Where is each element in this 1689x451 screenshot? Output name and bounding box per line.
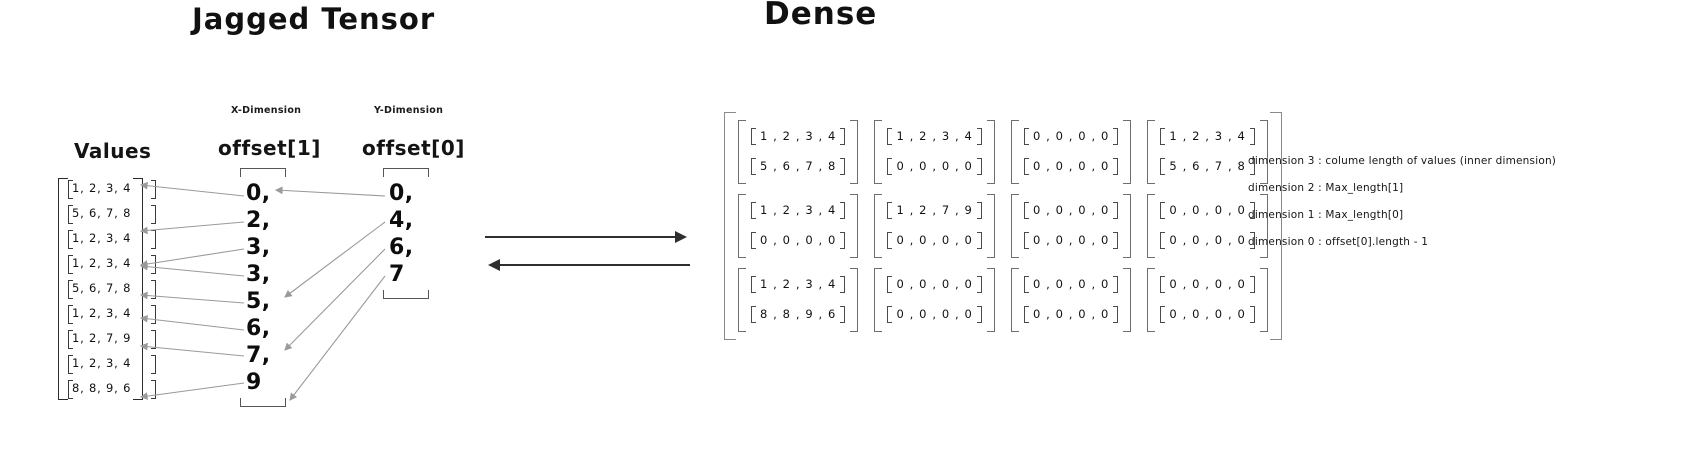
list-item: 6, — [246, 316, 271, 341]
list-item: 7, — [246, 343, 271, 368]
list-item: 5, — [246, 289, 271, 314]
jagged-tensor-title: Jagged Tensor — [192, 2, 436, 36]
list-item: 2, — [246, 208, 271, 233]
x-dimension-label: X-Dimension — [231, 105, 302, 116]
values-outer-bracket-left — [58, 178, 68, 400]
offset1-heading: offset[1] — [218, 136, 321, 160]
dense-grid: 1 , 2 , 3 , 4 5 , 6 , 7 , 8 1 , 2 , 3 , … — [724, 112, 1282, 340]
list-item: 6, — [389, 235, 414, 260]
offset0-bottom-brace — [383, 290, 429, 299]
dense-cell: 1 , 2 , 7 , 9 0 , 0 , 0 , 0 — [874, 194, 996, 258]
dense-vector: 0 , 0 , 0 , 0 — [1023, 275, 1119, 293]
dense-vector: 0 , 0 , 0 , 0 — [1160, 305, 1256, 323]
y-dimension-label: Y-Dimension — [374, 105, 444, 116]
dimension-notes: dimension 3 : colume length of values (i… — [1248, 155, 1556, 263]
note-line: dimension 1 : Max_length[0] — [1248, 209, 1404, 221]
list-item: 1, 2, 3, 4 — [60, 251, 160, 276]
dense-vector: 5 , 6 , 7 , 8 — [751, 157, 846, 175]
values-list: 1, 2, 3, 4 5, 6, 7, 8 1, 2, 3, 4 1, 2, 3… — [60, 176, 160, 401]
table-row: 1 , 2 , 3 , 4 5 , 6 , 7 , 8 1 , 2 , 3 , … — [738, 120, 1269, 184]
values-outer-bracket-right — [133, 178, 143, 400]
list-item: 1, 2, 3, 4 — [60, 351, 160, 376]
dense-vector: 0 , 0 , 0 , 0 — [1160, 275, 1256, 293]
dense-cell: 0 , 0 , 0 , 0 0 , 0 , 0 , 0 — [1010, 268, 1132, 332]
dense-vector: 0 , 0 , 0 , 0 — [1160, 231, 1256, 249]
dense-cell: 1 , 2 , 3 , 4 8 , 8 , 9 , 6 — [738, 268, 859, 332]
table-row: 1 , 2 , 3 , 4 0 , 0 , 0 , 0 1 , 2 , 7 , … — [738, 194, 1269, 258]
offset0-heading: offset[0] — [362, 136, 465, 160]
list-item: 3, — [246, 262, 271, 287]
dense-cell: 0 , 0 , 0 , 0 0 , 0 , 0 , 0 — [1010, 194, 1132, 258]
offset0-list: 0, 4, 6, 7 — [389, 180, 414, 288]
list-item: 7 — [389, 262, 405, 287]
dense-vector: 0 , 0 , 0 , 0 — [887, 157, 983, 175]
dense-vector: 0 , 0 , 0 , 0 — [1023, 127, 1119, 145]
note-line: dimension 2 : Max_length[1] — [1248, 182, 1404, 194]
dense-cell: 0 , 0 , 0 , 0 0 , 0 , 0 , 0 — [874, 268, 996, 332]
table-row: 1 , 2 , 3 , 4 8 , 8 , 9 , 6 0 , 0 , 0 , … — [738, 268, 1269, 332]
dense-cell: 0 , 0 , 0 , 0 0 , 0 , 0 , 0 — [1010, 120, 1132, 184]
list-item: 5, 6, 7, 8 — [60, 276, 160, 301]
dense-vector: 0 , 0 , 0 , 0 — [1023, 305, 1119, 323]
dense-vector: 0 , 0 , 0 , 0 — [1023, 201, 1119, 219]
dense-vector: 0 , 0 , 0 , 0 — [1023, 157, 1119, 175]
dense-vector: 0 , 0 , 0 , 0 — [1160, 201, 1256, 219]
dense-outer-bracket-left — [724, 112, 736, 340]
note-line: dimension 0 : offset[0].length - 1 — [1248, 236, 1429, 248]
dense-vector: 1 , 2 , 7 , 9 — [887, 201, 983, 219]
list-item: 0, — [246, 181, 271, 206]
list-item: 1, 2, 3, 4 — [60, 301, 160, 326]
offset1-list: 0, 2, 3, 3, 5, 6, 7, 9 — [246, 180, 271, 396]
list-item: 5, 6, 7, 8 — [60, 201, 160, 226]
dense-cell: 1 , 2 , 3 , 4 0 , 0 , 0 , 0 — [874, 120, 996, 184]
values-heading: Values — [74, 139, 152, 163]
offset1-bottom-brace — [240, 398, 286, 407]
dense-vector: 0 , 0 , 0 , 0 — [1023, 231, 1119, 249]
list-item: 1, 2, 3, 4 — [60, 176, 160, 201]
dense-vector: 1 , 2 , 3 , 4 — [751, 275, 846, 293]
dense-vector: 5 , 6 , 7 , 8 — [1160, 157, 1256, 175]
exchange-arrows — [485, 231, 690, 271]
dense-cell: 1 , 2 , 3 , 4 5 , 6 , 7 , 8 — [1147, 120, 1269, 184]
dense-cell: 1 , 2 , 3 , 4 0 , 0 , 0 , 0 — [738, 194, 859, 258]
dense-outer-bracket-right — [1269, 112, 1282, 340]
dense-vector: 8 , 8 , 9 , 6 — [751, 305, 846, 323]
dense-vector: 0 , 0 , 0 , 0 — [887, 305, 983, 323]
dense-cell: 0 , 0 , 0 , 0 0 , 0 , 0 , 0 — [1147, 194, 1269, 258]
dense-cell: 0 , 0 , 0 , 0 0 , 0 , 0 , 0 — [1147, 268, 1269, 332]
dense-vector: 0 , 0 , 0 , 0 — [887, 275, 983, 293]
list-item: 1, 2, 7, 9 — [60, 326, 160, 351]
list-item: 8, 8, 9, 6 — [60, 376, 160, 401]
dense-cell: 1 , 2 , 3 , 4 5 , 6 , 7 , 8 — [738, 120, 859, 184]
dense-vector: 0 , 0 , 0 , 0 — [887, 231, 983, 249]
list-item: 3, — [246, 235, 271, 260]
dense-title: Dense — [764, 0, 878, 32]
note-line: dimension 3 : colume length of values (i… — [1248, 155, 1557, 167]
offset1-top-brace — [240, 168, 286, 177]
dense-tensor: 1 , 2 , 3 , 4 5 , 6 , 7 , 8 1 , 2 , 3 , … — [724, 112, 1282, 340]
dense-vector: 1 , 2 , 3 , 4 — [887, 127, 983, 145]
list-item: 9 — [246, 370, 262, 395]
list-item: 4, — [389, 208, 414, 233]
offset0-top-brace — [383, 168, 429, 177]
dense-vector: 0 , 0 , 0 , 0 — [751, 231, 846, 249]
dense-vector: 1 , 2 , 3 , 4 — [751, 201, 846, 219]
dense-vector: 1 , 2 , 3 , 4 — [751, 127, 846, 145]
list-item: 0, — [389, 181, 414, 206]
dense-vector: 1 , 2 , 3 , 4 — [1160, 127, 1256, 145]
list-item: 1, 2, 3, 4 — [60, 226, 160, 251]
